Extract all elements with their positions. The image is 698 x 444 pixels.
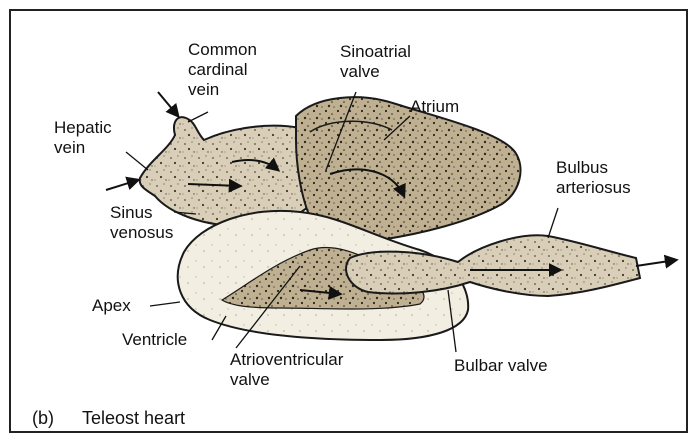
label-line: arteriosus [556, 178, 631, 198]
label-sinus-venosus: Sinus venosus [110, 203, 173, 243]
label-line: Hepatic [54, 118, 112, 138]
label-line: vein [188, 80, 257, 100]
label-bulbus-arteriosus: Bulbus arteriosus [556, 158, 631, 198]
label-line: Sinoatrial [340, 42, 411, 62]
label-hepatic-vein: Hepatic vein [54, 118, 112, 158]
label-line: Atrioventricular [230, 350, 343, 370]
label-ventricle: Ventricle [122, 330, 187, 350]
label-atrioventricular-valve: Atrioventricular valve [230, 350, 343, 390]
label-line: valve [340, 62, 411, 82]
label-atrium: Atrium [410, 97, 459, 117]
label-bulbar-valve: Bulbar valve [454, 356, 548, 376]
label-apex: Apex [92, 296, 131, 316]
label-line: Common [188, 40, 257, 60]
label-line: Bulbus [556, 158, 631, 178]
label-line: Sinus [110, 203, 173, 223]
label-line: cardinal [188, 60, 257, 80]
label-line: venosus [110, 223, 173, 243]
label-sinoatrial-valve: Sinoatrial valve [340, 42, 411, 82]
label-common-cardinal-vein: Common cardinal vein [188, 40, 257, 100]
figure-caption-letter: (b) [32, 408, 54, 429]
label-line: valve [230, 370, 343, 390]
figure-caption-title: Teleost heart [82, 408, 185, 429]
label-line: vein [54, 138, 112, 158]
